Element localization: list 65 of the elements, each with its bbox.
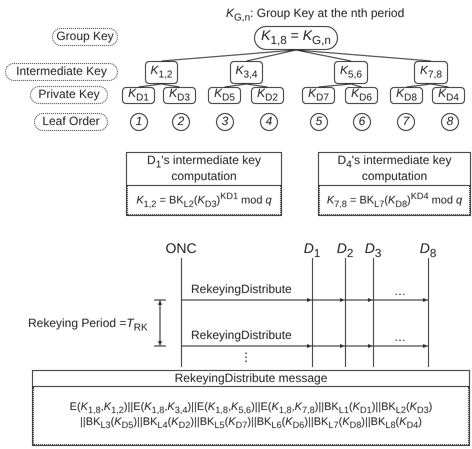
tree-line <box>430 84 449 88</box>
tree-line <box>138 84 162 88</box>
level-label: Intermediate Key <box>5 63 118 81</box>
message-arrow <box>312 344 346 348</box>
participant-name: D$_{8}$ <box>418 239 438 257</box>
leaf-number-circle: 6 <box>353 113 371 131</box>
computation-table <box>318 152 471 216</box>
leaf-number-circle: 5 <box>310 113 328 131</box>
ellipsis: … <box>394 284 406 298</box>
period-label: Rekeying Period =T$_{RK}$ <box>28 316 148 334</box>
computation-table <box>126 152 282 216</box>
leaf-number-circle: 8 <box>441 113 459 131</box>
key-node: K$_{D6}$ <box>345 87 378 104</box>
table-header: D$_{4}$'s intermediate key computation <box>319 153 470 186</box>
vertical-ellipsis: ⋮ <box>240 350 252 364</box>
tree-line <box>224 84 247 88</box>
message-arrow <box>312 298 346 302</box>
message-arrow <box>180 344 312 348</box>
key-node: K$_{1,2}$ <box>145 61 178 84</box>
tree-line <box>161 84 180 88</box>
edge-label: RekeyingDistribute <box>191 329 292 341</box>
message-arrow <box>372 344 428 348</box>
key-node: K$_{5,6}$ <box>334 61 368 84</box>
leaf-number-circle: 1 <box>130 113 148 131</box>
leaf-number-circle: 3 <box>216 113 234 131</box>
message-arrow <box>180 298 312 302</box>
level-label: Private Key <box>30 86 108 104</box>
message-table <box>32 370 470 446</box>
key-node: K$_{3,4}$ <box>230 61 263 84</box>
key-node: K$_{7,8}$ <box>414 61 448 84</box>
tree-line <box>296 50 432 62</box>
tree-line <box>246 84 268 88</box>
table-header: D$_{1}$'s intermediate key computation <box>127 153 281 186</box>
message-arrow <box>372 298 428 302</box>
tree-line <box>318 84 352 88</box>
leaf-number-circle: 4 <box>260 113 278 131</box>
level-label: Leaf Order <box>34 113 108 131</box>
edge-label: RekeyingDistribute <box>191 283 292 295</box>
key-node: K$_{D3}$ <box>163 87 196 104</box>
key-node: K$_{D7}$ <box>302 87 335 104</box>
leaf-number-circle: 2 <box>172 113 190 131</box>
key-node: K$_{D2}$ <box>251 87 284 104</box>
tree-line <box>246 50 296 62</box>
key-node: K$_{D4}$ <box>432 87 465 104</box>
table-header: RekeyingDistribute message <box>33 371 469 388</box>
formula-text: E(K$_{1,8}$,K$_{1,2}$)||E(K$_{1,8}$,K$_{3,4}$)||E(K$_{1,8}$,K$_{5,6}$)||E(K$_{1,8}$,K$_{7,8}$)||BK$_{L1}$(K$_{D1}$)||BK$_{L2}$(K$_{D3}$) ||BK$_{L3}$(K$_{D5}$)||BK$_{L4}$(K$_{D2}$)||BK$_{L5}$(K$_{D7}$)||BK$_{L6}$(K$_{D6}$)||BK$_{L7}$(K$_{D8}$)||BK$_{L8}$(K$_{D4}$) <box>33 387 469 445</box>
message-arrow <box>344 344 374 348</box>
formula-text: K$_{7,8}$ = BK$_{L7}$(K$_{D8}$)$^{KD4}$ mod q <box>319 186 470 215</box>
ellipsis: … <box>394 330 406 344</box>
message-arrow <box>344 298 374 302</box>
tree-line <box>296 50 352 62</box>
participant-name: D$_{3}$ <box>364 239 382 257</box>
level-label: Group Key <box>52 28 118 46</box>
formula-text: K$_{1,2}$ = BK$_{L2}$(K$_{D3}$)$^{KD1}$ mod q <box>127 186 281 215</box>
participant-name: ONC <box>164 239 198 257</box>
key-node: K$_{D1}$ <box>122 87 155 104</box>
tree-line <box>406 84 432 88</box>
leaf-number-circle: 7 <box>397 113 415 131</box>
group-key-node: K$_{1,8}$ = K$_{G,n}$ <box>254 26 338 50</box>
participant-name: D$_{1}$ <box>302 239 322 257</box>
tree-line <box>350 84 362 88</box>
key-node: K$_{D5}$ <box>208 87 241 104</box>
key-node: K$_{D8}$ <box>390 87 423 104</box>
top-note: K$_{G,n}$: Group Key at the nth period <box>226 6 404 24</box>
participant-name: D$_{2}$ <box>336 239 354 257</box>
